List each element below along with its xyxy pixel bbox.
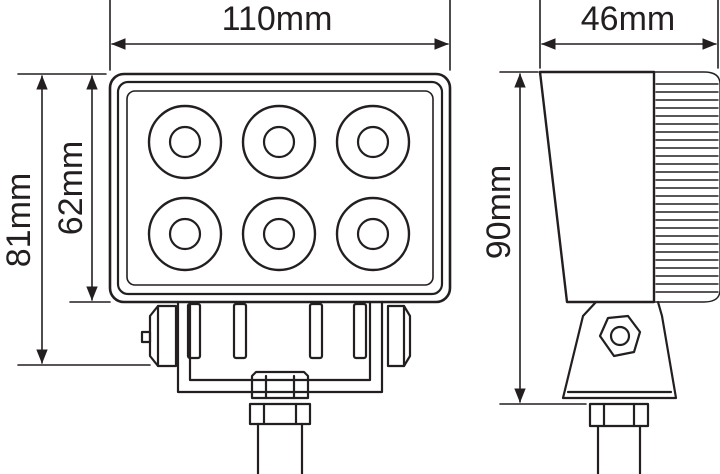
side-height-label: 90mm	[480, 165, 518, 259]
dimension-lines	[17, 0, 719, 405]
front-lens	[126, 90, 434, 286]
led-grid	[147, 104, 411, 272]
total-height-label: 81mm	[0, 173, 38, 267]
led-r2-c1	[147, 196, 223, 272]
width-label: 110mm	[222, 0, 333, 38]
side-housing	[538, 70, 656, 304]
side-heatsink-fins	[653, 71, 720, 303]
side-hex-nut	[598, 314, 642, 358]
led-r1-c3	[335, 104, 411, 180]
led-r1-c2	[241, 104, 317, 180]
front-view	[108, 72, 452, 474]
depth-label: 46mm	[581, 0, 675, 38]
front-housing-inner	[116, 80, 444, 296]
lamp-height-label: 62mm	[52, 141, 90, 235]
led-r2-c3	[335, 196, 411, 272]
side-view	[538, 70, 720, 474]
led-r1-c1	[147, 104, 223, 180]
front-mount-bracket	[140, 300, 412, 474]
led-r2-c2	[241, 196, 317, 272]
side-bracket	[561, 300, 678, 400]
front-housing-outer	[108, 72, 452, 304]
